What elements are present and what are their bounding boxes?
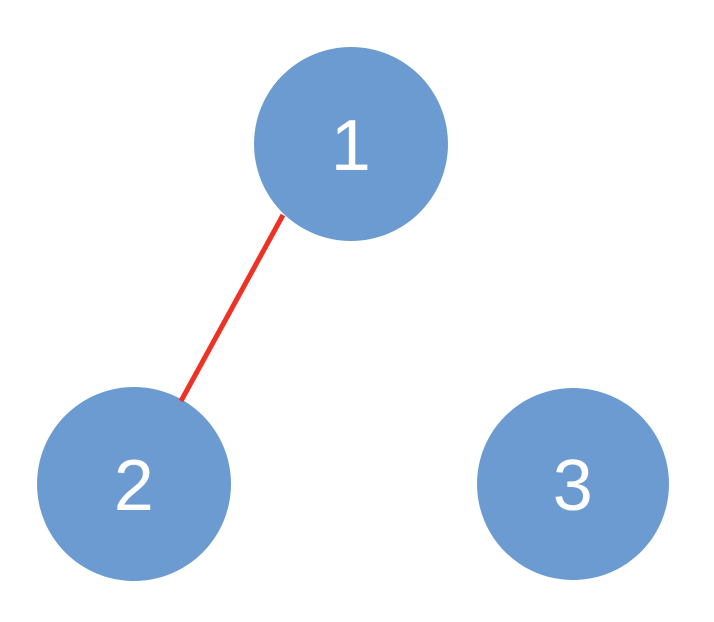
edges-layer xyxy=(178,213,286,403)
node-circle-2[interactable] xyxy=(37,387,231,581)
graph-node-2[interactable]: 2 xyxy=(37,387,231,581)
graph-node-1[interactable]: 1 xyxy=(254,47,448,241)
node-circle-1[interactable] xyxy=(254,47,448,241)
node-label-1: 1 xyxy=(331,106,372,186)
nodes-layer: 1 2 3 xyxy=(37,47,669,581)
node-label-3: 3 xyxy=(553,446,594,526)
node-label-2: 2 xyxy=(114,446,155,526)
graph-node-3[interactable]: 3 xyxy=(477,388,669,580)
graph-edge-1-2[interactable] xyxy=(178,213,286,403)
node-circle-3[interactable] xyxy=(477,388,669,580)
